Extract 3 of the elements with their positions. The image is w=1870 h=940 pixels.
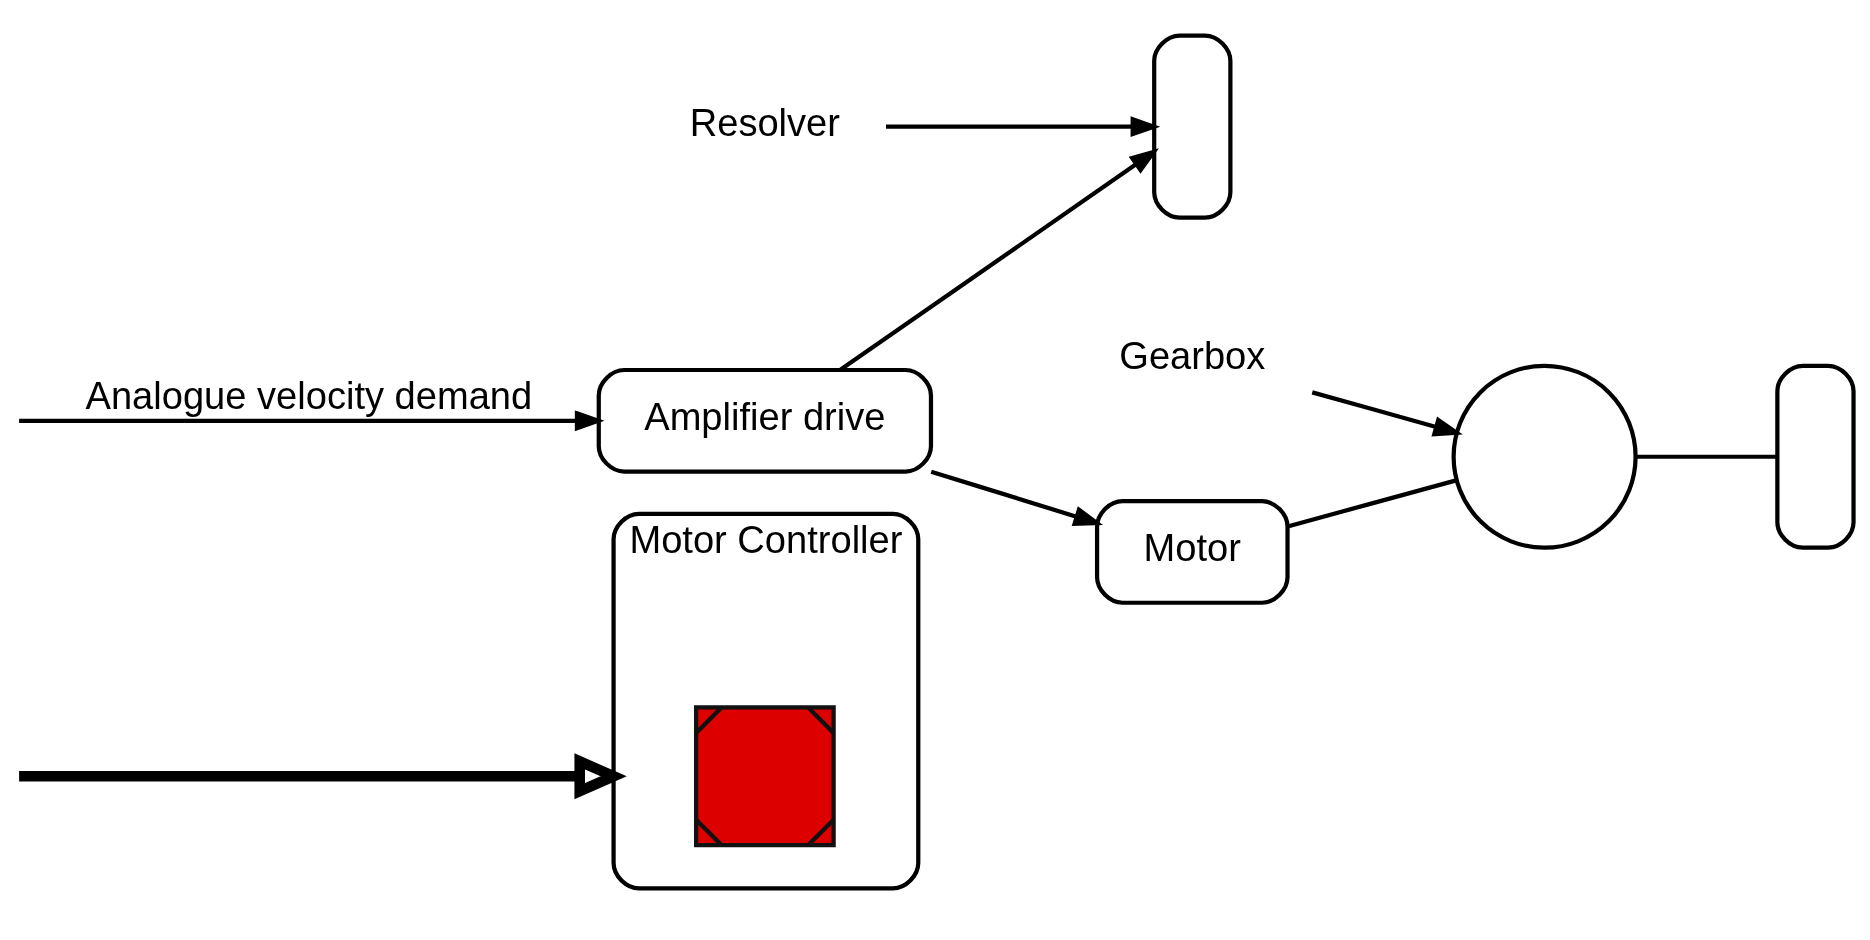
node-text: Resolver <box>689 101 840 144</box>
edge-label: Analogue velocity demand <box>85 374 532 417</box>
node-text: Gearbox <box>1118 334 1265 377</box>
